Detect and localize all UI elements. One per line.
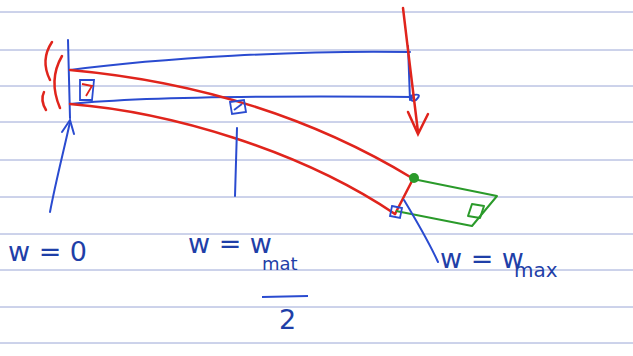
- rotated-element: [396, 179, 497, 226]
- leader-lines: [50, 120, 438, 262]
- element-squares: [80, 80, 402, 218]
- denominator-label: 2: [279, 306, 296, 333]
- deflection-label: w = 0: [8, 238, 87, 265]
- subscript-label: mat: [262, 255, 298, 273]
- fraction-bar: [262, 296, 308, 297]
- ruled-lines: [0, 12, 633, 343]
- deflection-label: w = w: [440, 245, 524, 272]
- deformed-beam: [70, 70, 413, 214]
- wall-support: [42, 42, 62, 110]
- load-arrow: [403, 8, 428, 134]
- deflection-label: w = w: [188, 230, 272, 257]
- undeformed-beam: [68, 40, 419, 118]
- tip-point: [409, 173, 419, 183]
- subscript-label: max: [514, 260, 558, 280]
